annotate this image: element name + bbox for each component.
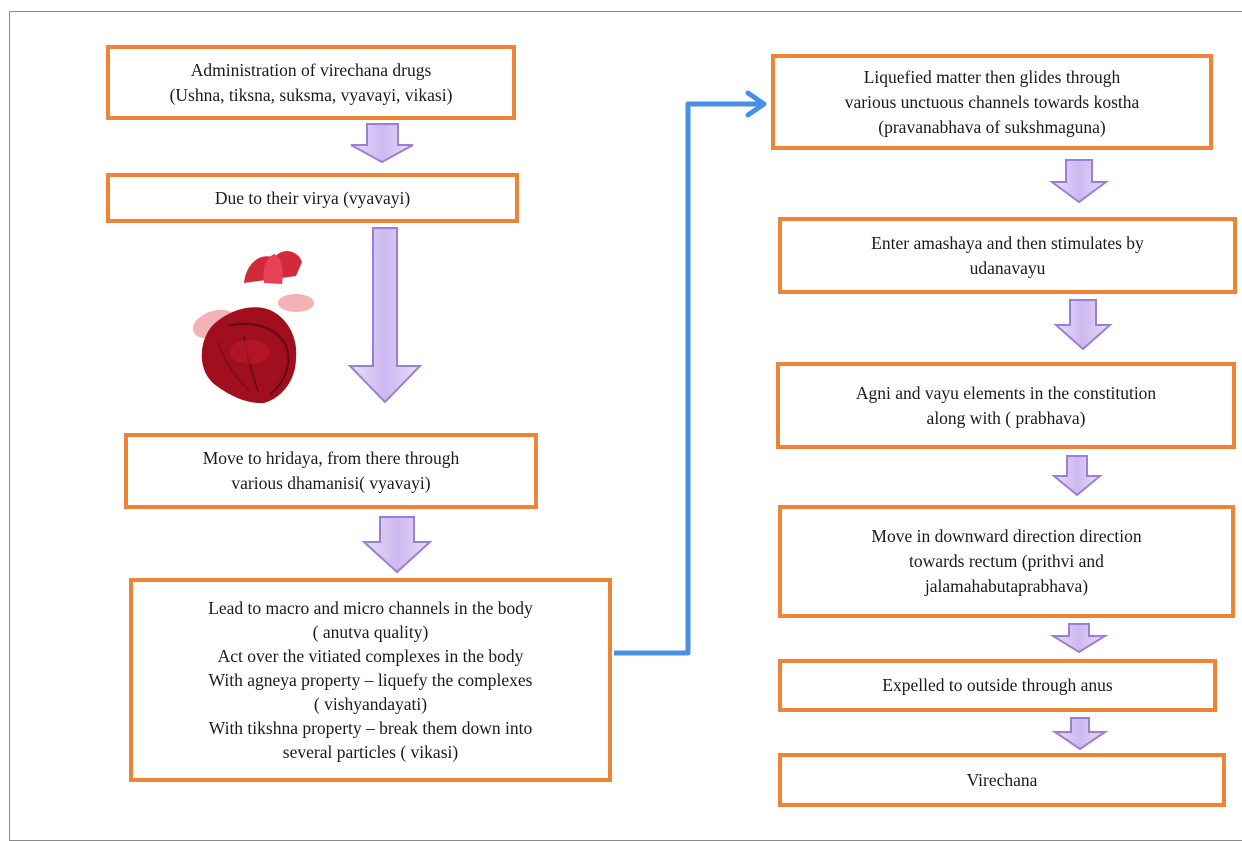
down-arrow-6 <box>1051 455 1103 497</box>
step6-line-2: udanavayu <box>969 257 1046 278</box>
step4-line-3: Act over the vitiated complexes in the b… <box>217 646 524 666</box>
step4-line-2: ( anutva quality) <box>312 622 429 642</box>
connector-line <box>614 101 762 656</box>
step8-line-1: Move in downward direction direction <box>871 526 1142 546</box>
down-arrow-5 <box>1053 299 1113 351</box>
down-arrow-3 <box>361 516 433 574</box>
step4-line-6: With tikshna property – break them down … <box>208 718 533 738</box>
down-arrow-7 <box>1049 623 1109 654</box>
flowchart-canvas: Administration of virechana drugs (Ushna… <box>9 11 1242 841</box>
down-arrow-8 <box>1051 717 1109 751</box>
step7-line-2: along with ( prabhava) <box>926 407 1086 428</box>
step4-line-7: several particles ( vikasi) <box>282 742 459 762</box>
down-arrow-1 <box>350 123 414 164</box>
step-expelled-box: Expelled to outside through anus <box>778 659 1217 712</box>
step5-line-2: various unctuous channels towards kostha <box>844 91 1140 112</box>
connector-arrowhead <box>745 90 767 118</box>
step8-line-3: jalamahabutaprabhava) <box>924 576 1089 596</box>
step8-line-2: towards rectum (prithvi and <box>909 551 1104 571</box>
step2-line-1: Due to their virya (vyavayi) <box>214 187 411 208</box>
step9-line-1: Expelled to outside through anus <box>882 675 1113 695</box>
step-amashaya-box: Enter amashaya and then stimulates by ud… <box>778 217 1237 294</box>
step10-line-1: Virechana <box>966 769 1038 790</box>
heart-icon <box>192 251 314 404</box>
step-virechana-box: Virechana <box>778 753 1226 807</box>
step4-line-5: ( vishyandayati) <box>313 694 428 714</box>
step-virya-box: Due to their virya (vyavayi) <box>106 173 519 223</box>
step-administration-box: Administration of virechana drugs (Ushna… <box>106 45 516 120</box>
step-agni-vayu-box: Agni and vayu elements in the constituti… <box>776 362 1236 449</box>
step6-line-1: Enter amashaya and then stimulates by <box>871 232 1144 253</box>
step4-line-1: Lead to macro and micro channels in the … <box>208 598 533 618</box>
step3-line-2: various dhamanisi( vyavayi) <box>231 473 431 493</box>
arrows-layer <box>192 90 1113 751</box>
step5-line-1: Liquefied matter then glides through <box>863 66 1121 87</box>
step4-line-4: With agneya property – liquefy the compl… <box>208 670 533 690</box>
down-arrow-4 <box>1048 159 1110 204</box>
step1-line-2: (Ushna, tiksna, suksma, vyavayi, vikasi) <box>169 84 453 105</box>
step5-line-3: (pravanabhava of sukshmaguna) <box>878 116 1106 137</box>
step-channels-box: Lead to macro and micro channels in the … <box>129 578 612 782</box>
step3-line-1: Move to hridaya, from there through <box>202 448 460 468</box>
step-hridaya-box: Move to hridaya, from there through vari… <box>124 433 538 509</box>
step-downward-box: Move in downward direction direction tow… <box>778 505 1235 618</box>
step7-line-1: Agni and vayu elements in the constituti… <box>855 382 1157 403</box>
step-liquefied-box: Liquefied matter then glides through var… <box>771 54 1213 150</box>
down-arrow-2 <box>347 227 423 404</box>
step1-line-1: Administration of virechana drugs <box>190 59 432 80</box>
